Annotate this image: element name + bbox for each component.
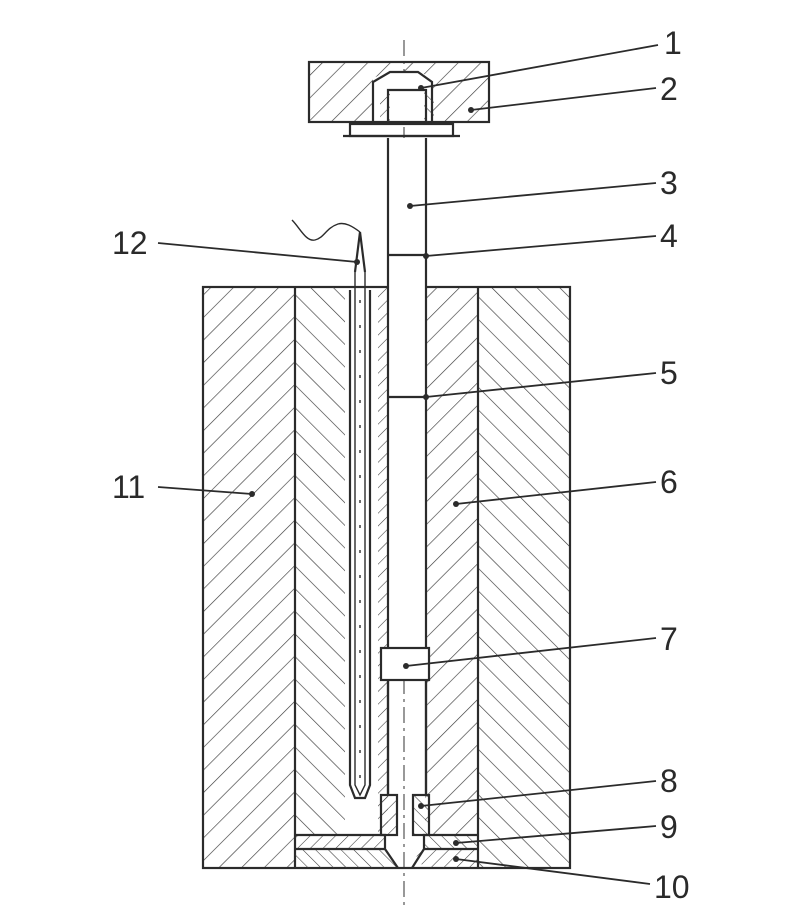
callout-1: 1 xyxy=(664,25,682,61)
callout-10: 10 xyxy=(654,869,690,905)
top-holder-part-2 xyxy=(307,60,491,138)
callout-6: 6 xyxy=(660,464,678,500)
rod-part-3 xyxy=(386,138,428,795)
callout-9: 9 xyxy=(660,809,678,845)
callout-12: 12 xyxy=(112,225,148,261)
piston-part-7 xyxy=(379,646,431,795)
thermocouple-part-12 xyxy=(291,219,372,800)
callout-8: 8 xyxy=(660,763,678,799)
callout-4: 4 xyxy=(660,218,678,254)
callout-5: 5 xyxy=(660,355,678,391)
bottom-plates-part-9-10 xyxy=(295,833,478,869)
callout-labels: 1 2 3 4 5 6 7 8 9 10 11 12 xyxy=(112,25,690,905)
callout-11: 11 xyxy=(112,469,145,505)
callout-2: 2 xyxy=(660,71,678,107)
inner-sleeve-part-6 xyxy=(293,287,480,868)
callout-7: 7 xyxy=(660,621,678,657)
nozzle-insert-part-8 xyxy=(379,793,431,837)
callout-3: 3 xyxy=(660,165,678,201)
leader-lines xyxy=(157,44,659,885)
